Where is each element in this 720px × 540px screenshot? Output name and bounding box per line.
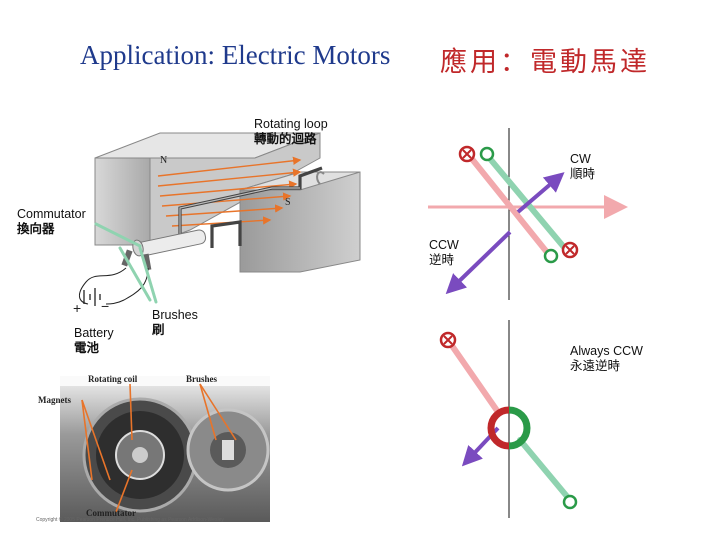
photo-label-rotating-coil: Rotating coil — [88, 374, 138, 384]
motor-photo — [60, 376, 270, 522]
magnet-south-label: S — [285, 197, 291, 208]
force-diagram-bottom — [439, 320, 578, 518]
battery-minus: − — [101, 298, 109, 314]
current-into-page-symbol — [458, 145, 476, 163]
battery-symbol — [83, 288, 101, 306]
copyright-notice: Copyright © 2005 Pearson Prentice Hall, … — [36, 517, 224, 523]
current-into-page-symbol-bottom — [561, 241, 579, 259]
photo-label-commutator: Commutator — [86, 508, 136, 518]
motor-illustration — [79, 132, 361, 306]
current-out-of-page-symbol-always — [562, 494, 578, 510]
title-chinese: 應用：電動馬達 — [440, 47, 650, 78]
title-english: Application: Electric Motors — [80, 40, 391, 70]
photo-label-magnets: Magnets — [38, 395, 71, 405]
force-diagram-top — [428, 128, 628, 300]
pointer-lines — [94, 222, 158, 304]
rotation-arrow — [316, 171, 325, 185]
battery-plus: + — [73, 300, 81, 316]
magnetic-field-lines — [157, 156, 302, 227]
magnet-north-label: N — [160, 155, 167, 166]
current-out-of-page-symbol-bottom — [543, 248, 559, 264]
photo-label-brushes: Brushes — [186, 374, 218, 384]
current-out-of-page-symbol — [479, 146, 495, 162]
current-into-page-symbol-always — [439, 331, 457, 349]
